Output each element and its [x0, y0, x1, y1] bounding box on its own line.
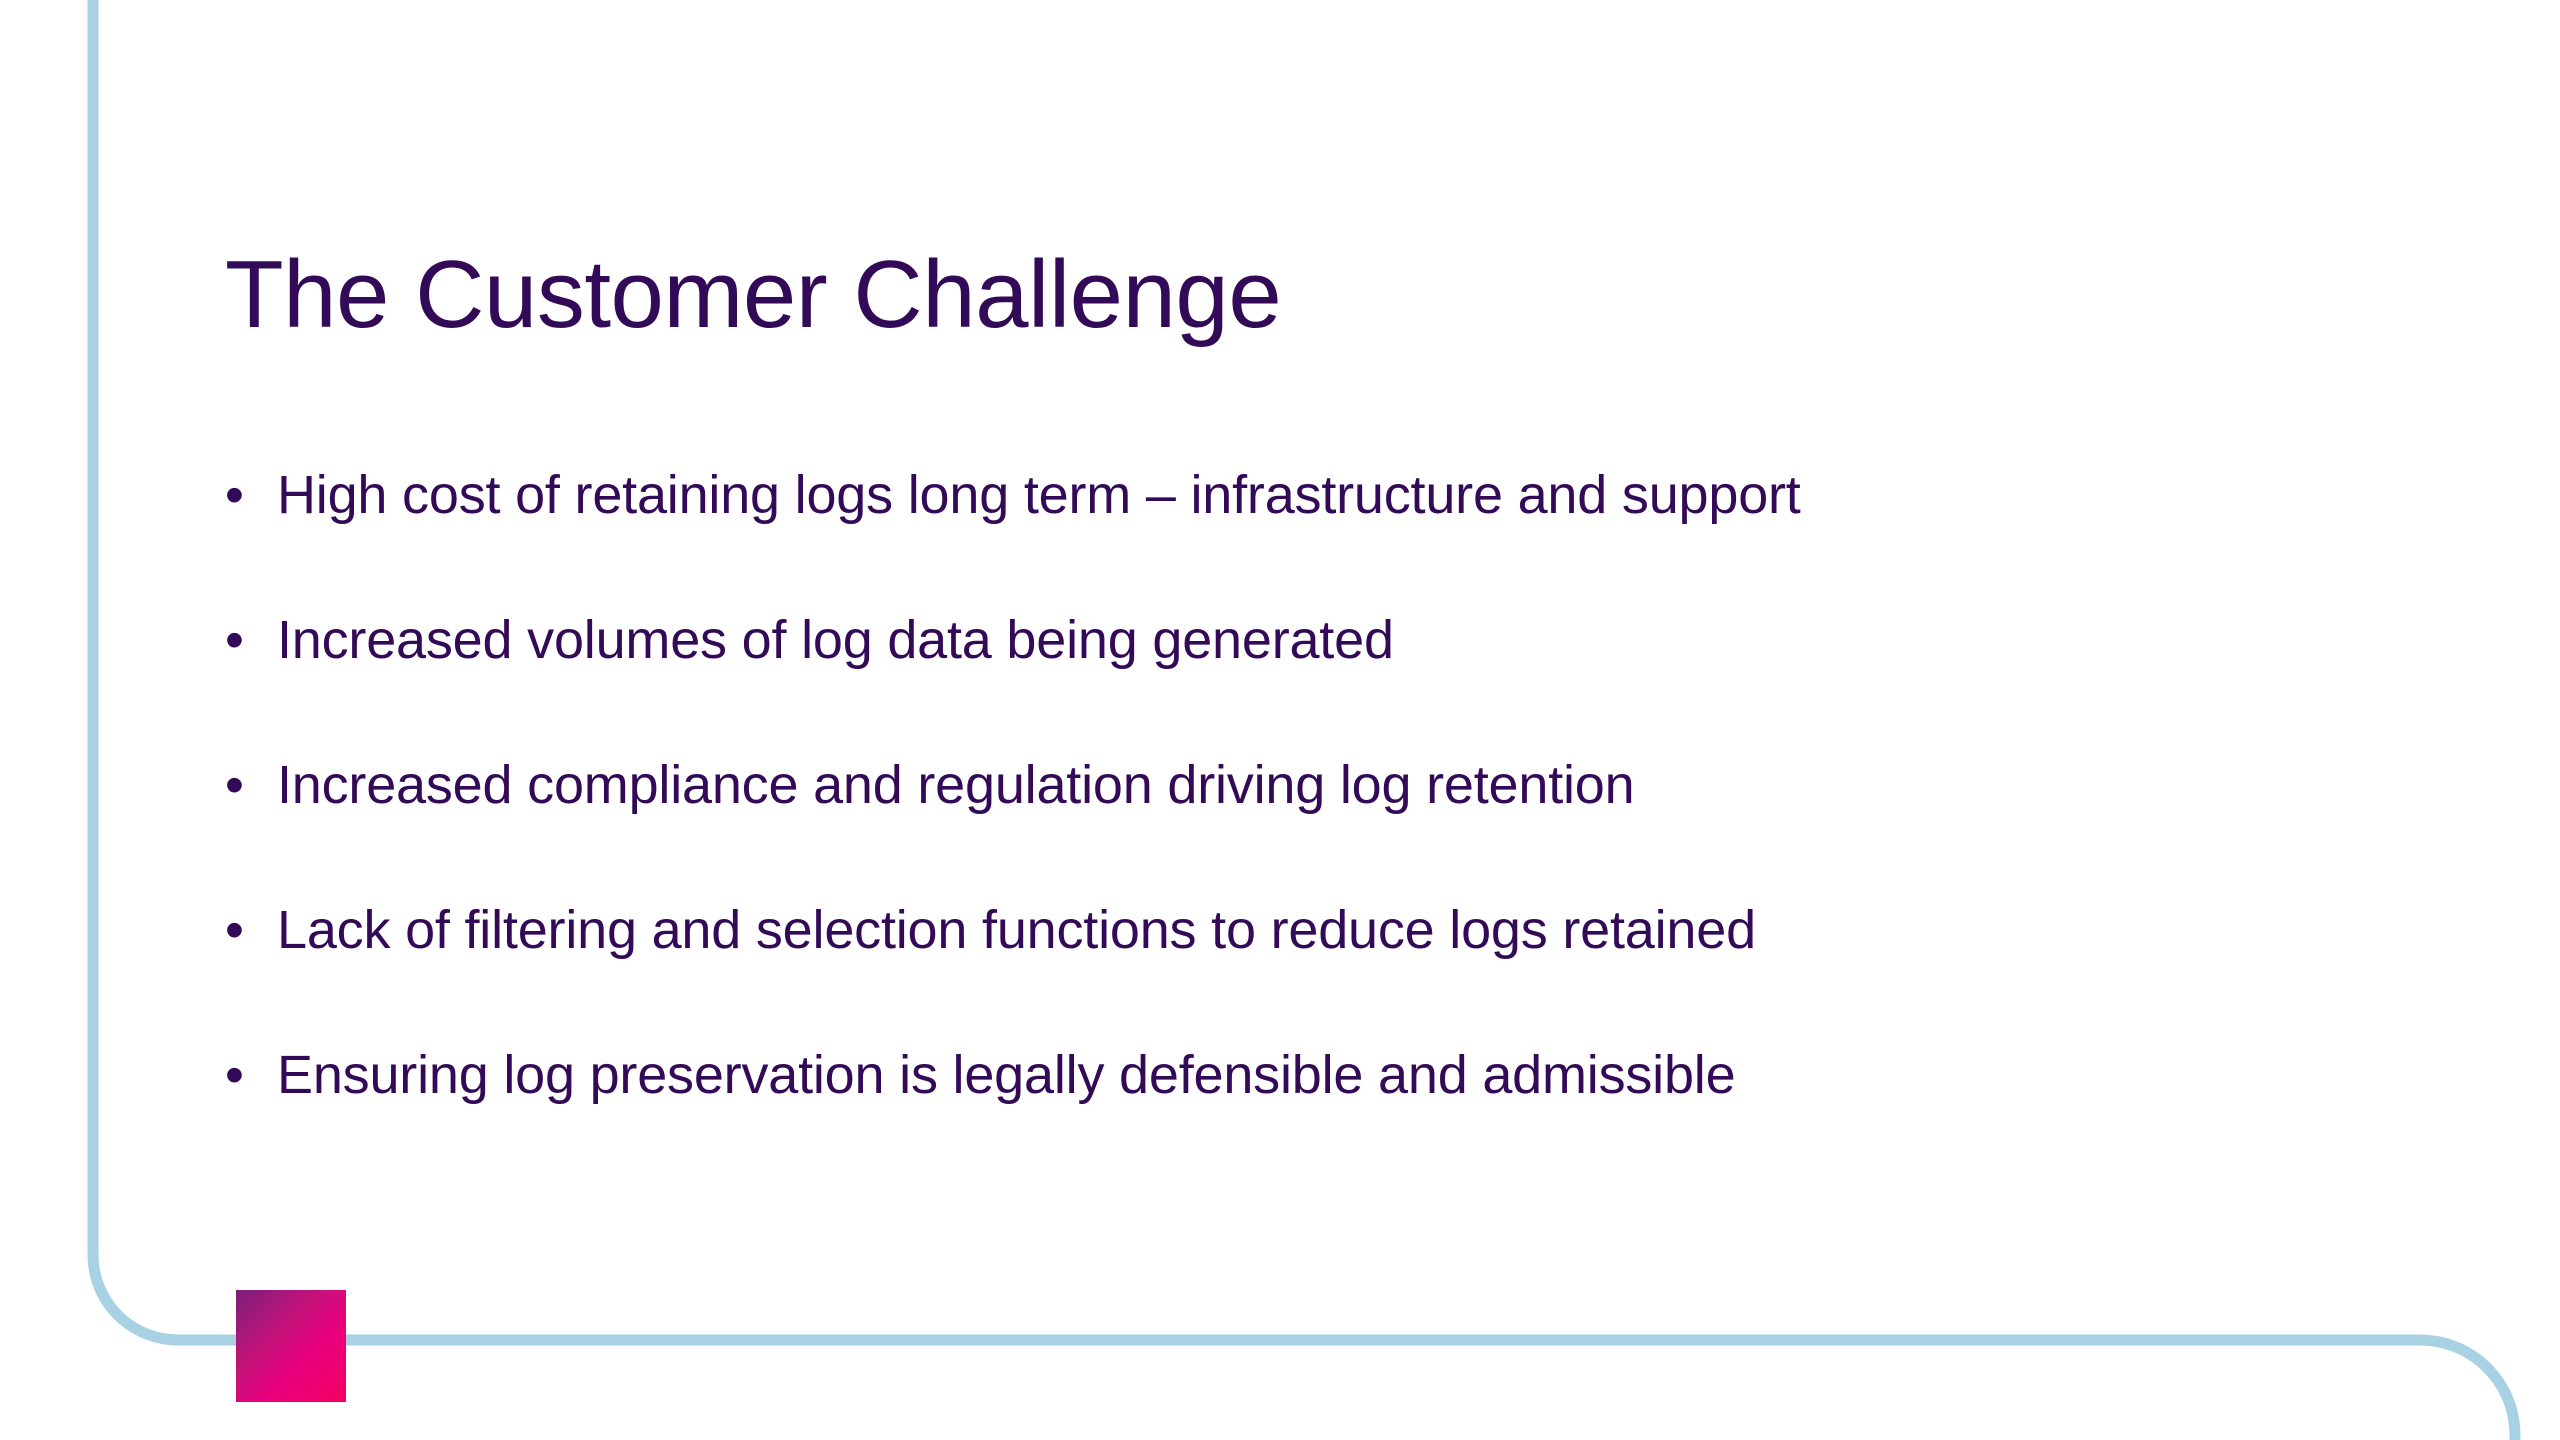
list-item-label: High cost of retaining logs long term – …	[277, 465, 1801, 525]
list-item: • Ensuring log preservation is legally d…	[225, 1048, 2475, 1193]
bullet-point-icon: •	[225, 465, 244, 525]
list-item-label: Increased compliance and regulation driv…	[277, 755, 1635, 815]
list-item: • High cost of retaining logs long term …	[225, 468, 2475, 613]
page-title: The Customer Challenge	[225, 241, 1282, 348]
bullet-point-icon: •	[225, 1045, 244, 1105]
list-item-label: Increased volumes of log data being gene…	[277, 610, 1394, 670]
bullet-point-icon: •	[225, 755, 244, 815]
list-item: • Increased volumes of log data being ge…	[225, 613, 2475, 758]
list-item: • Lack of filtering and selection functi…	[225, 903, 2475, 1048]
bullet-list: • High cost of retaining logs long term …	[225, 468, 2475, 1193]
list-item-label: Lack of filtering and selection function…	[277, 900, 1756, 960]
bullet-point-icon: •	[225, 610, 244, 670]
accent-square	[236, 1290, 346, 1402]
list-item: • Increased compliance and regulation dr…	[225, 758, 2475, 903]
list-item-label: Ensuring log preservation is legally def…	[277, 1045, 1736, 1105]
bullet-point-icon: •	[225, 900, 244, 960]
